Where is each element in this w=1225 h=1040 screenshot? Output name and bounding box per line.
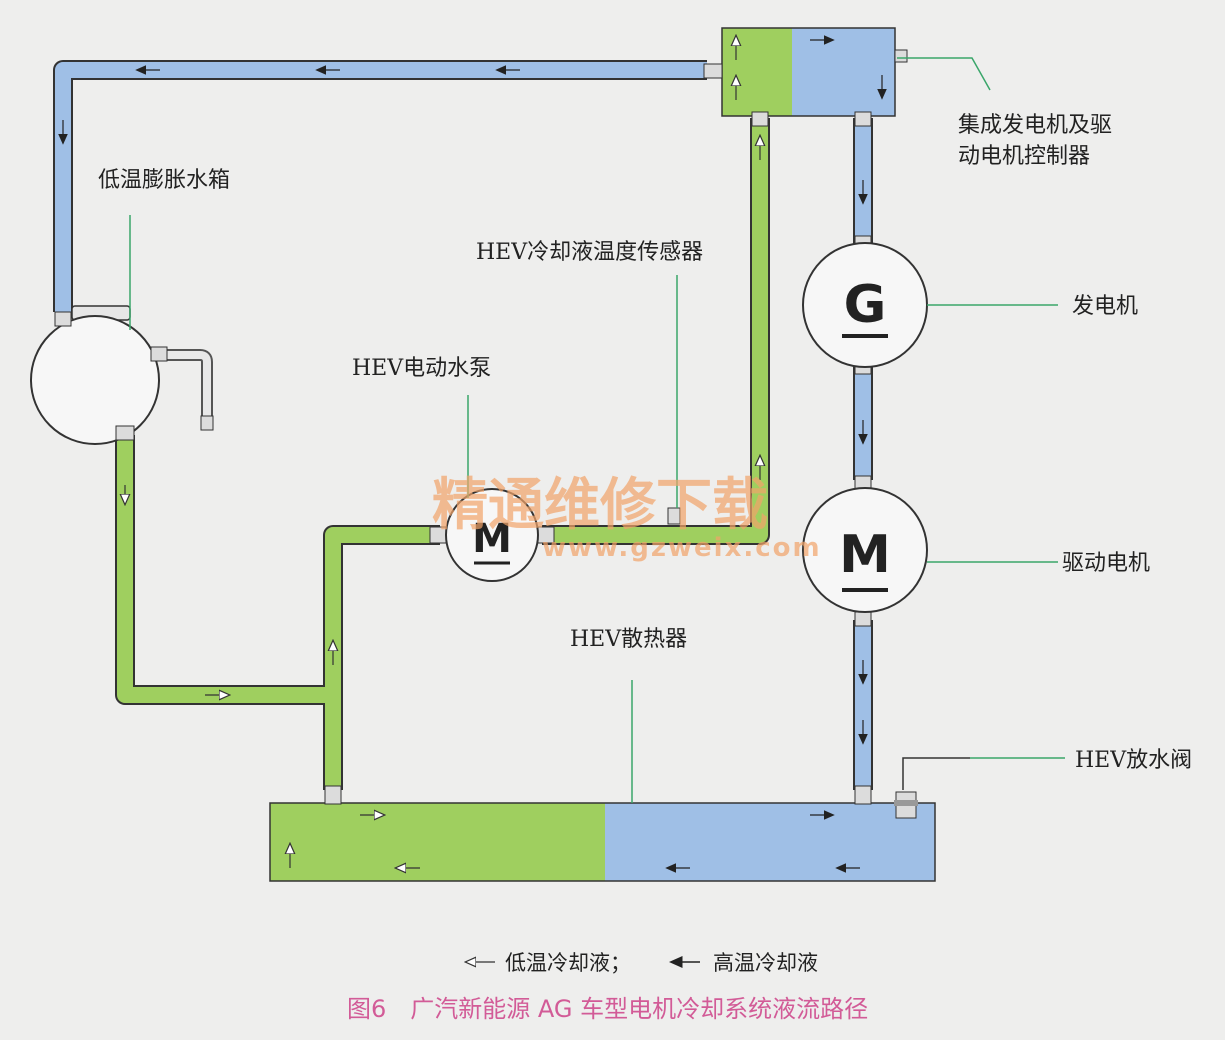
expansion-tank [30, 305, 214, 445]
figure-caption: 图6 广汽新能源 AG 车型电机冷却系统液流路径 [347, 995, 868, 1023]
tank-return-pipe [55, 62, 707, 312]
controller-label-line2: 动电机控制器 [958, 144, 1090, 169]
controller-box [703, 27, 908, 127]
motor-label: 驱动电机 [1062, 551, 1150, 576]
motor-symbol: M [839, 525, 891, 585]
pipes-low-temp [117, 118, 768, 790]
temperature-sensor [667, 507, 681, 525]
tank-label: 低温膨胀水箱 [98, 168, 230, 193]
pump-label: HEV电动水泵 [352, 356, 491, 381]
legend-high-temp: 高温冷却液 [713, 951, 818, 975]
generator: G [802, 235, 928, 375]
drain-valve [894, 757, 970, 819]
flow-arrows [58, 40, 887, 868]
drive-motor: M [802, 475, 928, 627]
drain-valve-label: HEV放水阀 [1075, 748, 1192, 773]
legend: 低温冷却液； 高温冷却液 [470, 951, 818, 975]
pump-to-controller-pipe [542, 118, 768, 543]
water-pump: M [429, 488, 555, 582]
generator-symbol: G [844, 275, 887, 335]
tank-to-junction-pipe [117, 435, 341, 790]
pump-symbol: M [472, 516, 512, 562]
sensor-label: HEV冷却液温度传感器 [476, 240, 703, 265]
legend-low-temp: 低温冷却液； [505, 951, 631, 975]
watermark-cn: 精通维修下载 [432, 473, 768, 538]
leader-lines [129, 57, 1065, 803]
generator-label: 发电机 [1072, 294, 1138, 319]
junction-to-pump-pipe [325, 527, 440, 695]
watermark-url: www.gzweix.com [542, 533, 822, 563]
controller-label-line1: 集成发电机及驱 [958, 113, 1112, 138]
radiator-label: HEV散热器 [570, 627, 687, 652]
radiator [269, 785, 936, 882]
